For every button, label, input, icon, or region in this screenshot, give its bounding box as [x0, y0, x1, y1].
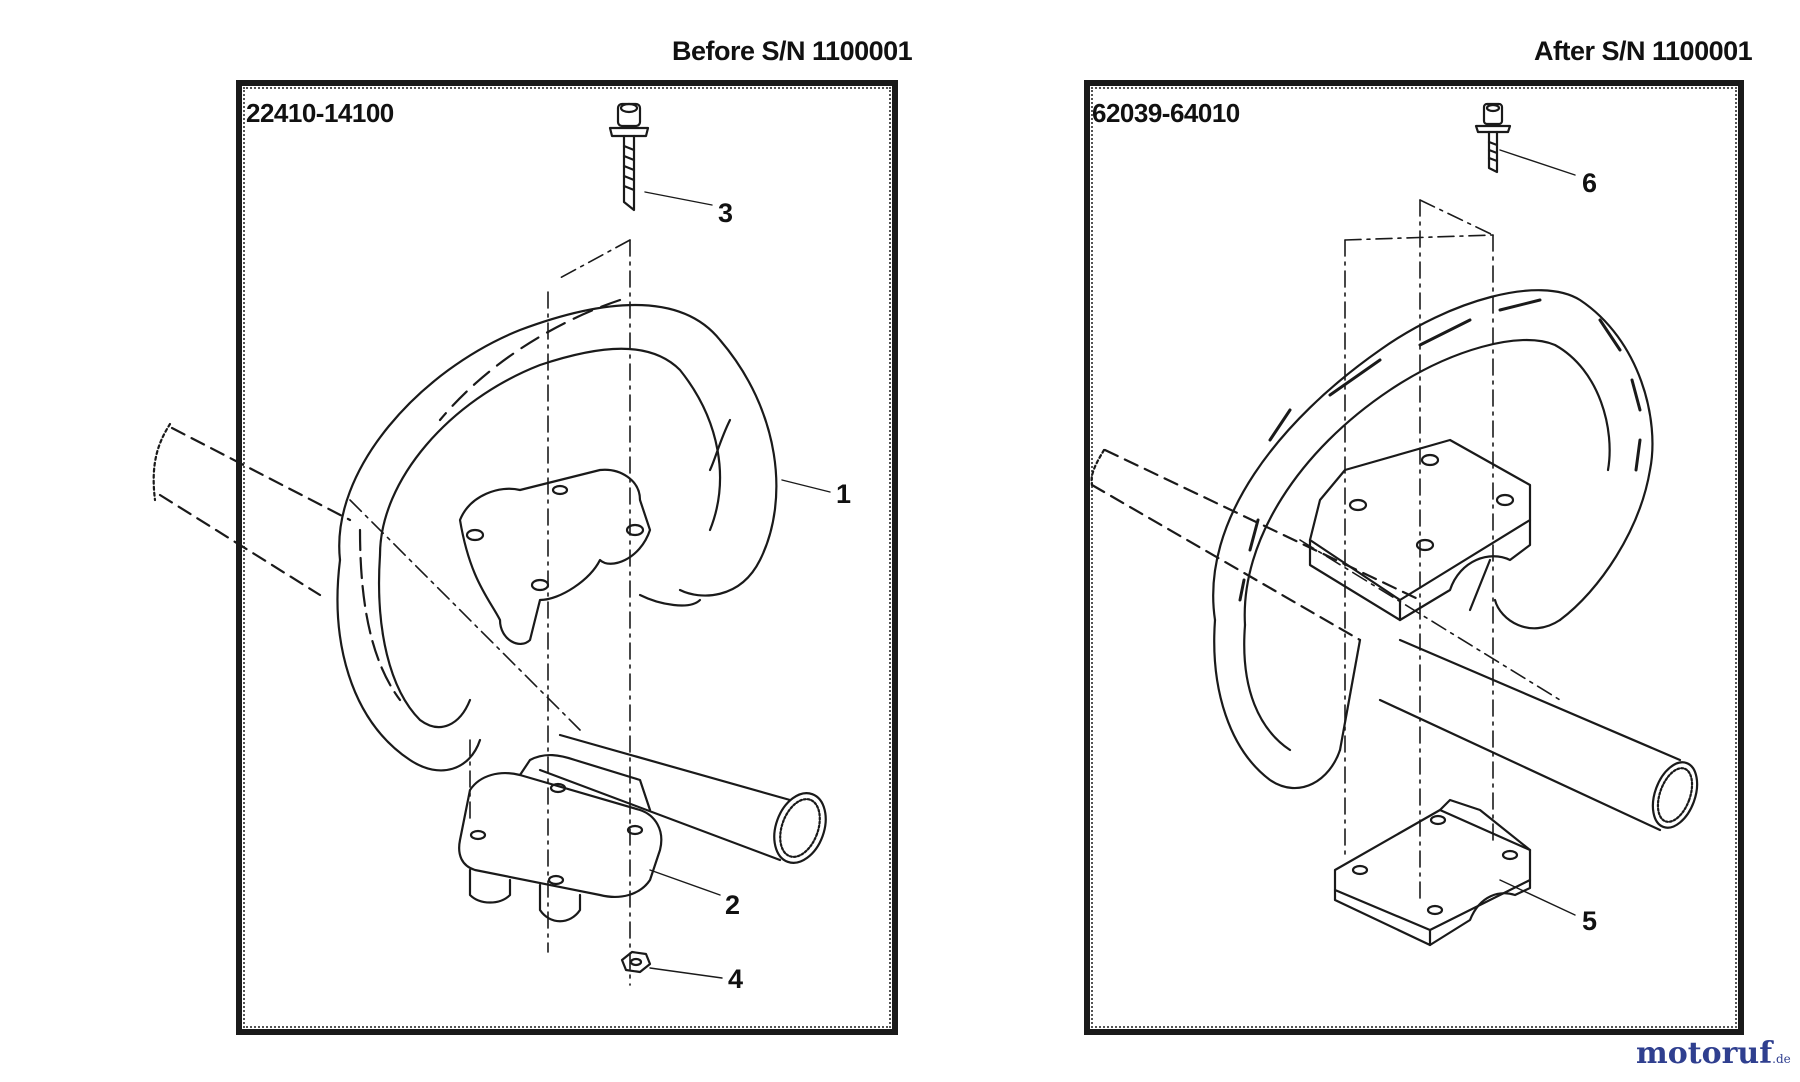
heading-after: After S/N 1100001 — [1534, 36, 1753, 66]
nut-before — [620, 950, 652, 974]
part-code-after: 62039-64010 — [1092, 98, 1240, 128]
screw-before — [608, 102, 650, 212]
tube-before — [152, 422, 827, 864]
lower-clamp-before — [458, 754, 663, 923]
handle-loop-before — [336, 298, 778, 772]
callout-4: 4 — [728, 964, 743, 994]
part-code-before: 22410-14100 — [246, 98, 394, 128]
callout-2: 2 — [725, 890, 740, 920]
panel-after — [1084, 80, 1744, 1035]
callout-5: 5 — [1582, 906, 1597, 936]
logo-suffix: .de — [1772, 1052, 1791, 1066]
upper-clamp-before — [458, 468, 652, 645]
assembly-lines-after — [1299, 199, 1561, 901]
callout-6: 6 — [1582, 168, 1597, 198]
callout-3: 3 — [718, 198, 733, 228]
handle-loop-after — [1212, 289, 1654, 790]
heading-before: Before S/N 1100001 — [672, 36, 913, 66]
assembly-lines-before — [349, 239, 631, 986]
callout-1: 1 — [836, 479, 851, 509]
upper-clamp-after — [1308, 438, 1532, 622]
tube-after — [1090, 448, 1699, 832]
screw-after — [1474, 102, 1512, 174]
panel-before — [236, 80, 898, 1035]
logo-text: motoruf — [1636, 1036, 1773, 1071]
lower-clamp-after — [1333, 798, 1532, 947]
motoruf-logo[interactable]: motoruf.de — [1636, 1036, 1791, 1071]
